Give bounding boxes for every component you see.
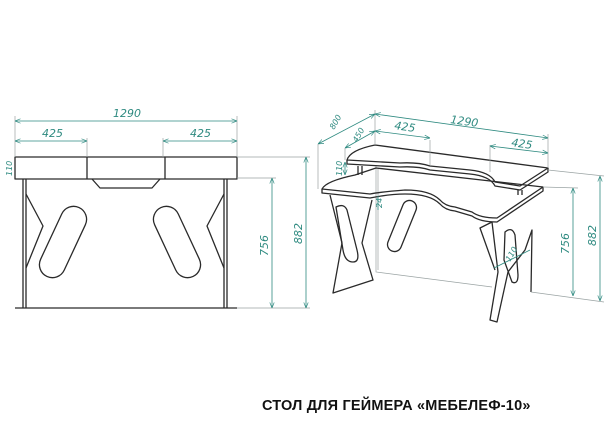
front-legs bbox=[15, 179, 237, 309]
front-total-height-label: 882 bbox=[292, 223, 305, 244]
perspective-width-label: 1290 bbox=[450, 113, 480, 130]
perspective-shelf-depth-label: 450 bbox=[351, 126, 366, 144]
front-shelf bbox=[14, 156, 238, 189]
perspective-right-leg bbox=[479, 221, 533, 323]
front-right-shelf-label: 425 bbox=[190, 127, 211, 140]
perspective-desktop bbox=[321, 167, 544, 223]
front-shelf-height-label: 110 bbox=[5, 161, 14, 176]
perspective-dimensions: 1290 425 425 800 450 110 24 110 756 882 bbox=[318, 110, 605, 303]
perspective-depth-label: 800 bbox=[328, 113, 343, 131]
perspective-total-height-label: 882 bbox=[586, 225, 599, 246]
perspective-back-panel bbox=[375, 166, 493, 288]
perspective-desk-height-label: 756 bbox=[559, 233, 572, 254]
perspective-right-shelf-label: 425 bbox=[511, 136, 534, 152]
front-desk-height-label: 756 bbox=[258, 235, 271, 256]
perspective-gap-label: 24 bbox=[375, 198, 384, 208]
perspective-left-shelf-label: 425 bbox=[394, 119, 417, 135]
perspective-shelf bbox=[346, 144, 549, 195]
front-dimensions: 1290 425 425 110 756 882 bbox=[5, 107, 310, 309]
front-left-shelf-label: 425 bbox=[42, 127, 63, 140]
perspective-shelf-height-label: 110 bbox=[335, 161, 344, 176]
front-view: 1290 425 425 110 756 882 bbox=[5, 107, 310, 309]
perspective-view: 1290 425 425 800 450 110 24 110 756 882 bbox=[318, 110, 605, 323]
front-width-label: 1290 bbox=[113, 107, 141, 120]
perspective-left-leg bbox=[329, 194, 418, 294]
product-title: СТОЛ ДЛЯ ГЕЙМЕРА «МЕБЕЛЕФ-10» bbox=[262, 398, 531, 414]
